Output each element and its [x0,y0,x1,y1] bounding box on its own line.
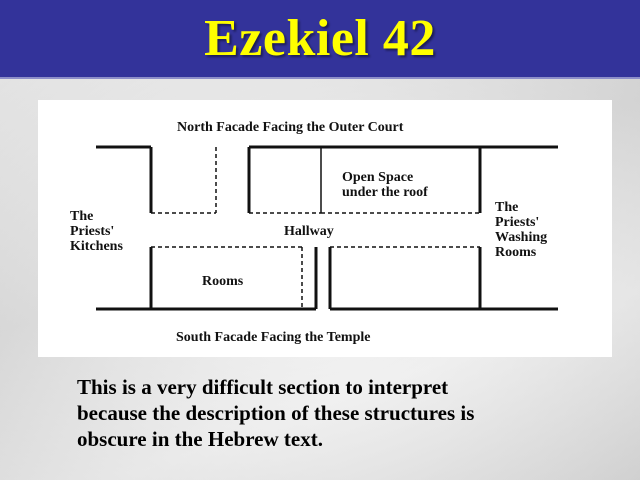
hallway-label: Hallway [284,224,334,239]
floor-plan-diagram: North Facade Facing the Outer Court Open… [38,100,612,357]
north-facade-label: North Facade Facing the Outer Court [177,120,404,135]
rooms-label: Rooms [202,274,244,289]
slide-title: Ezekiel 42 [204,9,436,67]
priests-kitchens-label: The Priests' Kitchens [70,209,123,254]
south-facade-label: South Facade Facing the Temple [176,330,371,345]
priests-washing-rooms-label: The Priests' Washing Rooms [495,200,548,260]
open-space-label: Open Space under the roof [342,170,428,200]
floor-plan-lines [96,145,558,311]
title-bar: Ezekiel 42 [0,0,640,79]
slide-caption: This is a very difficult section to inte… [77,375,475,451]
